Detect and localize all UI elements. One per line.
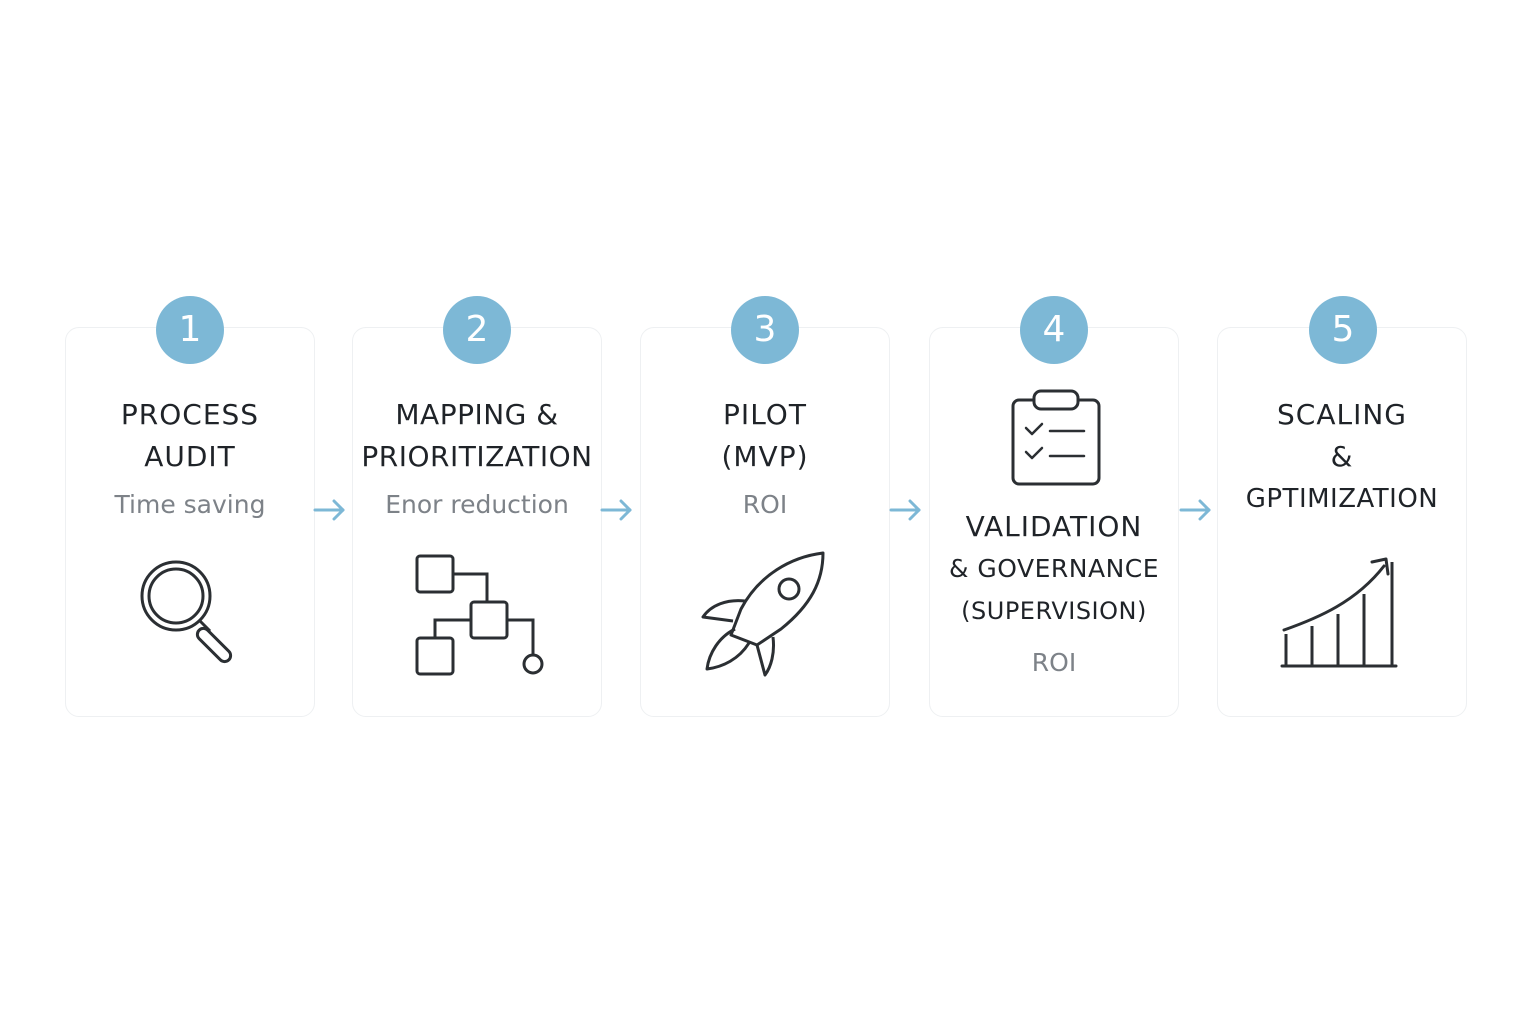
arrow-right-icon xyxy=(888,496,924,524)
arrow-right-icon xyxy=(599,496,635,524)
step-number-badge-4: 4 xyxy=(1020,296,1088,364)
step-card-1 xyxy=(65,327,315,717)
step-title-1: PROCESS AUDIT xyxy=(120,398,260,473)
step-title-5: SCALING & GPTIMIZATION xyxy=(1245,398,1439,514)
step-subtitle-2: Enor reduction xyxy=(385,490,569,519)
step-card-3 xyxy=(640,327,890,717)
step-title-4: VALIDATION & GOVERNANCE (SUPERVISION) xyxy=(948,510,1160,625)
step-subtitle-3: ROI xyxy=(742,490,788,519)
magnifier-icon xyxy=(130,545,260,675)
arrow-right-icon xyxy=(1178,496,1214,524)
step-number-badge-1: 1 xyxy=(156,296,224,364)
step-card-5 xyxy=(1217,327,1467,717)
growth-chart-icon xyxy=(1278,552,1403,672)
step-number-badge-3: 3 xyxy=(731,296,799,364)
step-title-2: MAPPING & PRIORITIZATION xyxy=(361,398,593,473)
clipboard-checklist-icon xyxy=(1008,388,1104,488)
arrow-right-icon xyxy=(312,496,348,524)
step-card-2 xyxy=(352,327,602,717)
flowchart-icon xyxy=(405,548,555,683)
step-subtitle-1: Time saving xyxy=(114,490,266,519)
step-number-badge-5: 5 xyxy=(1309,296,1377,364)
step-number-badge-2: 2 xyxy=(443,296,511,364)
rocket-icon xyxy=(695,545,835,685)
step-subtitle-4: ROI xyxy=(1031,648,1077,677)
step-title-3: PILOT (MVP) xyxy=(721,398,809,473)
